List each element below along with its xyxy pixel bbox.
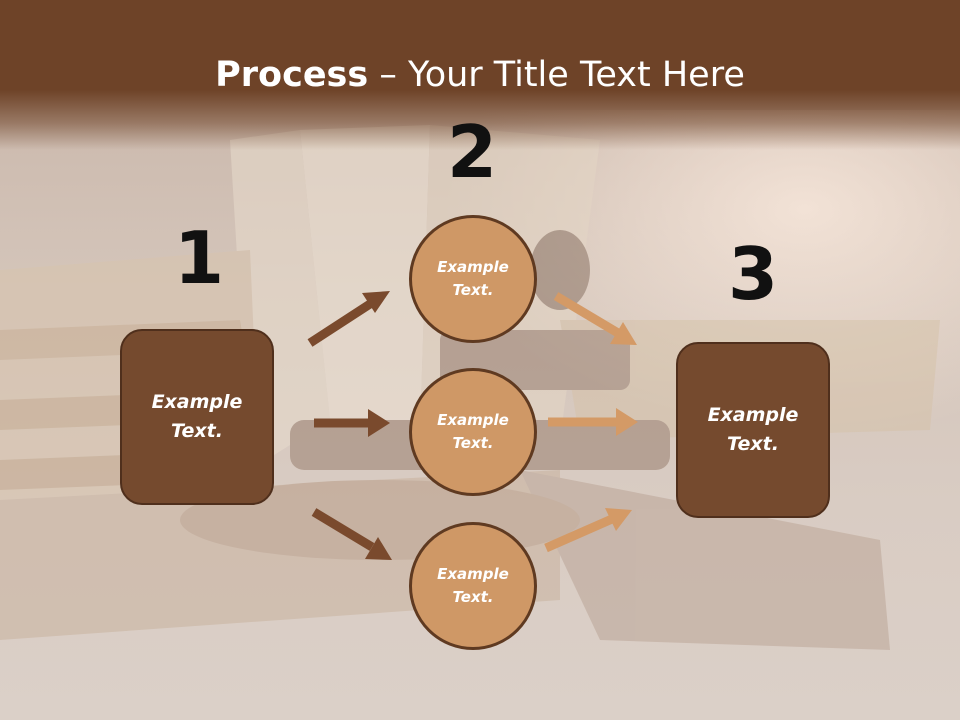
- circle-top-text: Example Text.: [437, 258, 509, 299]
- process-circle-middle[interactable]: Example Text.: [409, 368, 537, 496]
- circle-bottom-text: Example Text.: [437, 565, 509, 606]
- arrow-left-to-middle: [314, 409, 390, 437]
- title-bold: Process: [215, 55, 369, 95]
- arrow-top-to-right: [553, 292, 637, 345]
- process-box-left[interactable]: Example Text.: [120, 329, 274, 505]
- box-right-text: Example Text.: [707, 404, 799, 455]
- slide-title: Process – Your Title Text Here: [0, 52, 960, 98]
- step-number-2: 2: [446, 110, 498, 194]
- process-box-right[interactable]: Example Text.: [676, 342, 830, 518]
- step-number-1: 1: [173, 216, 225, 300]
- arrow-left-to-top: [307, 291, 390, 347]
- step-number-3: 3: [727, 232, 779, 316]
- process-circle-top[interactable]: Example Text.: [409, 215, 537, 343]
- arrow-left-to-bottom: [311, 508, 392, 560]
- process-circle-bottom[interactable]: Example Text.: [409, 522, 537, 650]
- arrow-middle-to-right: [548, 408, 638, 436]
- title-rest: – Your Title Text Here: [368, 55, 745, 95]
- box-left-text: Example Text.: [151, 391, 243, 442]
- title-bar: [0, 0, 960, 150]
- circle-middle-text: Example Text.: [437, 411, 509, 452]
- arrow-bottom-to-right: [544, 508, 632, 553]
